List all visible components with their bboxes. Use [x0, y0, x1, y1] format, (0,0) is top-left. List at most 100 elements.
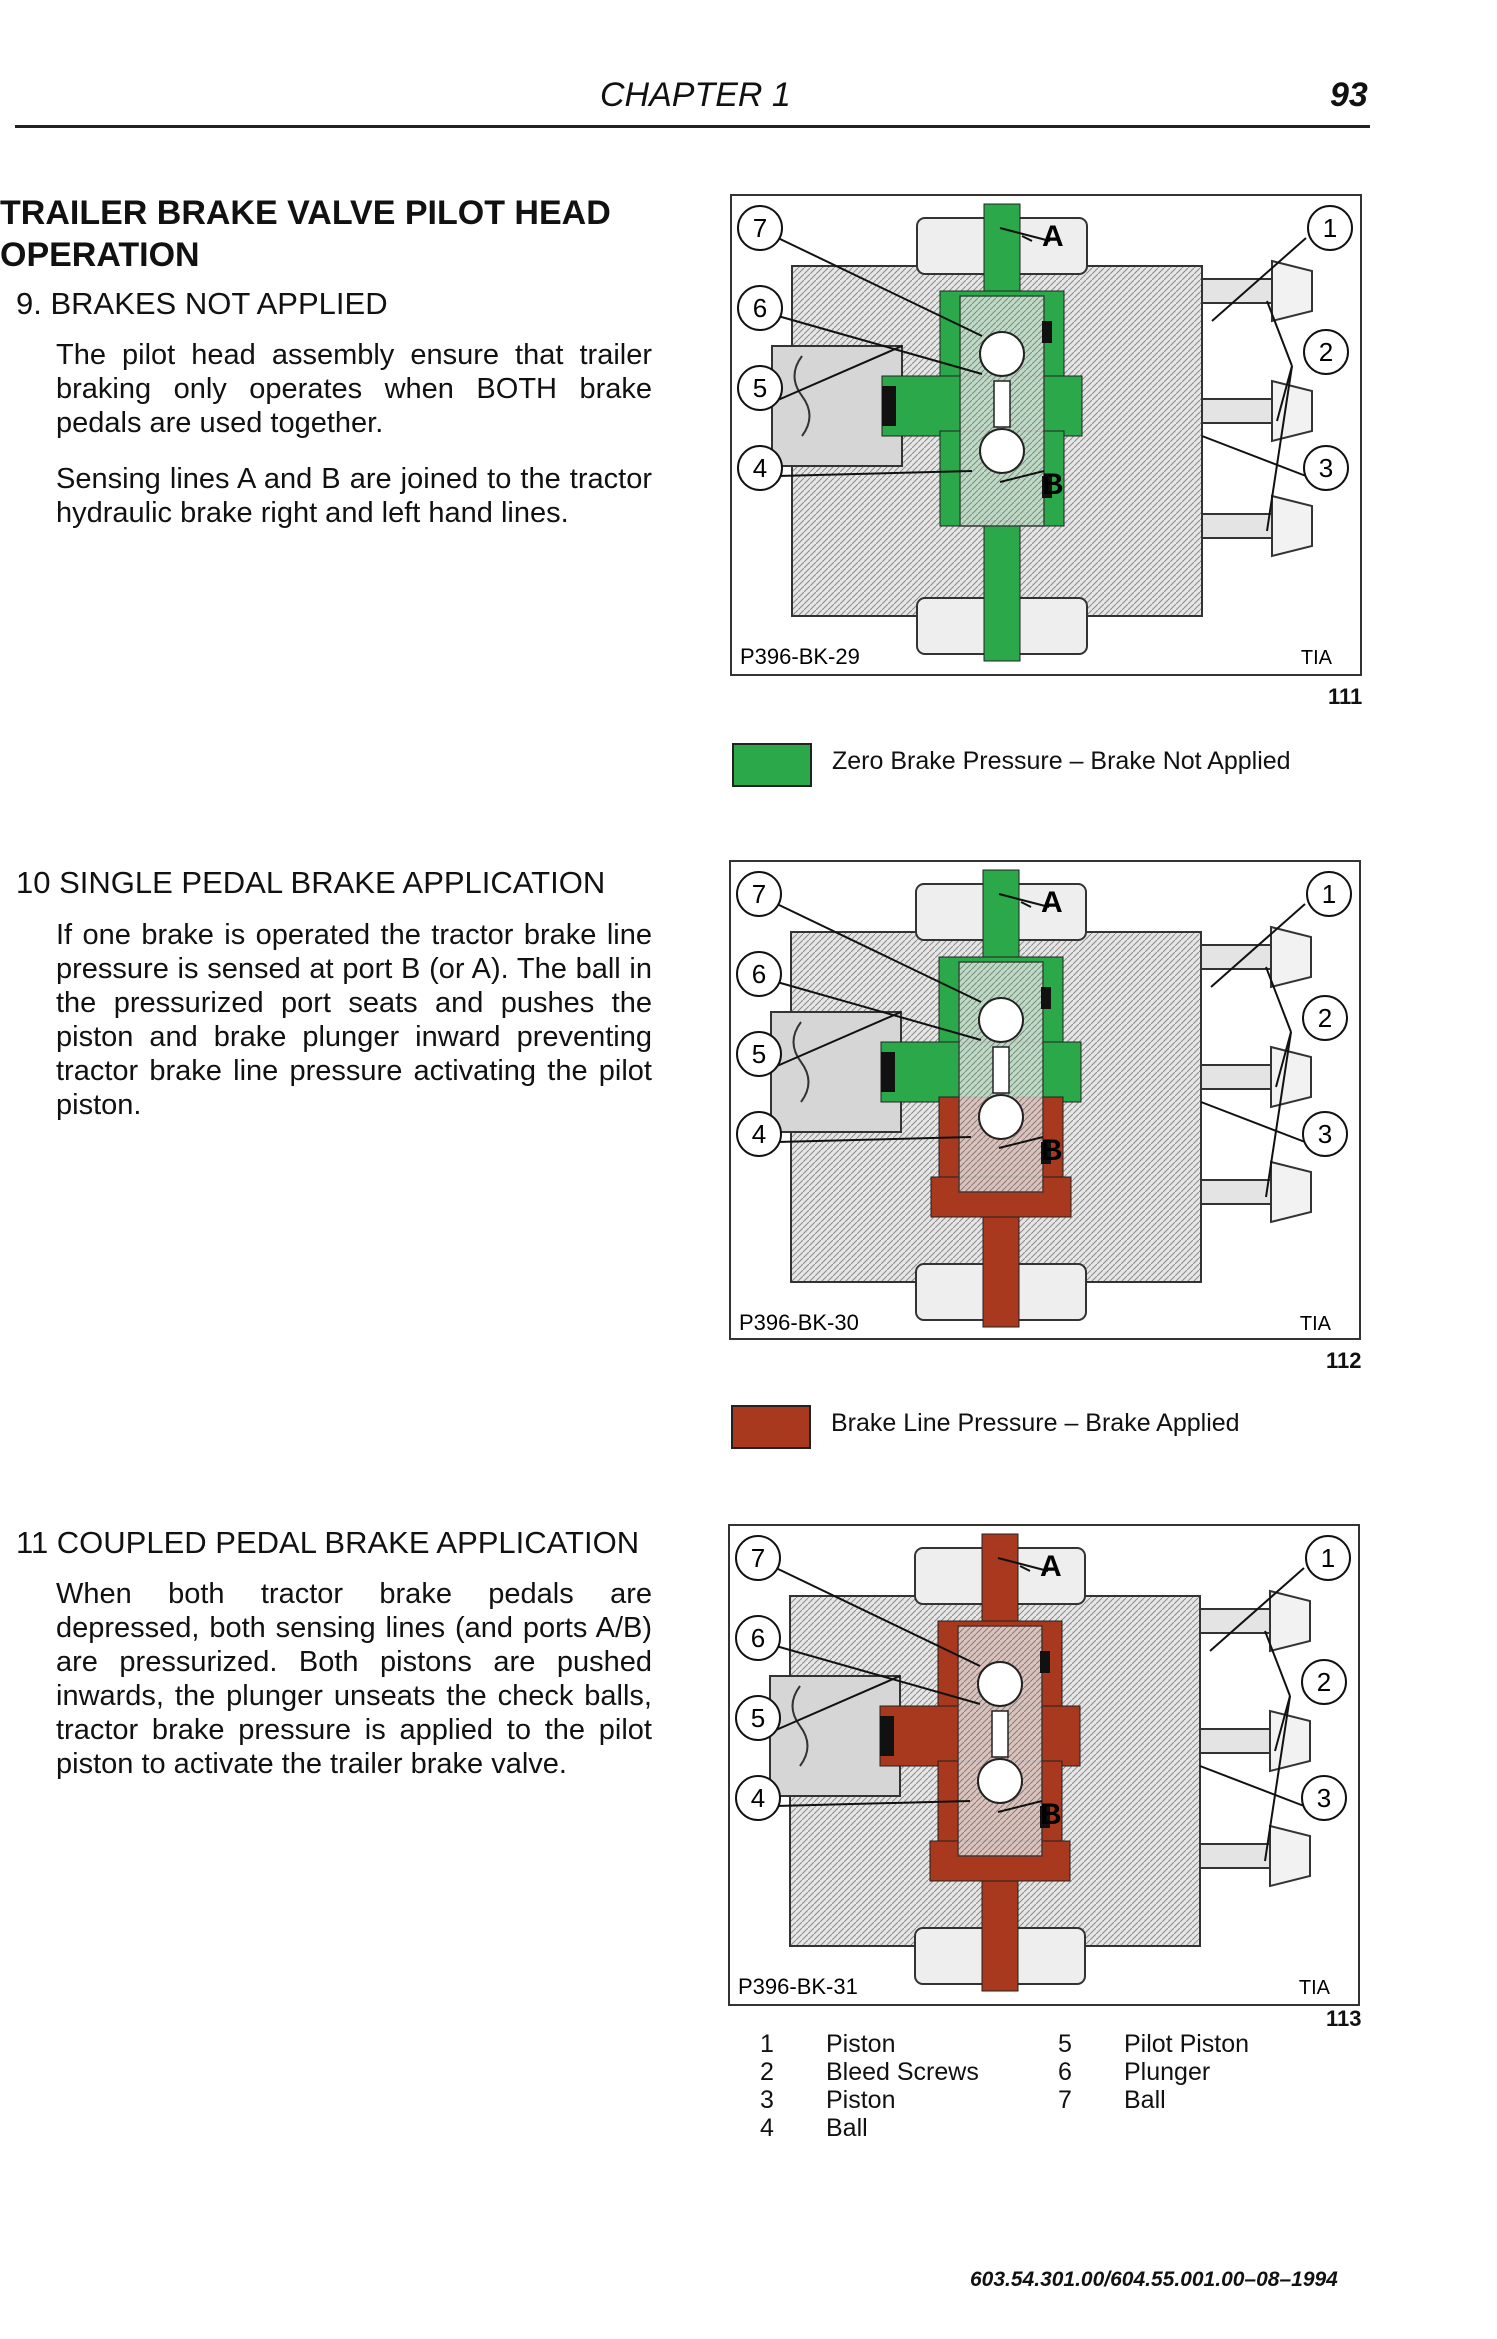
callout-circle: [735, 1615, 781, 1661]
plunger: [991, 1710, 1009, 1758]
callout-5: 5: [736, 1031, 782, 1077]
callout-7: 7: [735, 1535, 781, 1581]
callout-circle: [1301, 1659, 1347, 1705]
callout-circle: [735, 1535, 781, 1581]
header-rule: [15, 125, 1370, 128]
key-num: 6: [1058, 2058, 1072, 2086]
callout-number: 5: [753, 373, 767, 403]
section-9-paragraph-2: Sensing lines A and B are joined to the …: [56, 463, 652, 529]
leader-line: [775, 1675, 901, 1731]
callout-circle: [1301, 1775, 1347, 1821]
chapter-header: CHAPTER 1: [600, 76, 791, 114]
callout-number: 4: [753, 453, 767, 483]
plunger: [993, 380, 1011, 428]
callout-number: 7: [753, 213, 767, 243]
callout-1: 1: [1305, 1535, 1351, 1581]
spring-coil: [793, 355, 811, 437]
port-a-label: A: [1041, 886, 1063, 919]
section-body-11: When both tractor brake pedals are depre…: [56, 1577, 652, 1803]
leader-line: [777, 237, 983, 337]
bleed-screw-body: [1199, 1843, 1271, 1869]
legend-swatch-line-pressure: [731, 1405, 811, 1449]
callout-6: 6: [737, 285, 783, 331]
key-label: Ball: [826, 2114, 868, 2142]
page-number: 93: [1330, 76, 1368, 114]
leader-line: [1201, 435, 1307, 477]
callout-circle: [1302, 995, 1348, 1041]
figure-number-111: 111: [1328, 684, 1363, 709]
callout-7: 7: [737, 205, 783, 251]
figure-mark: TIA: [1301, 647, 1333, 669]
callout-number: 2: [1317, 1667, 1331, 1697]
callout-number: 3: [1319, 453, 1333, 483]
port-a-label: A: [1042, 220, 1064, 253]
callout-circle: [1306, 871, 1352, 917]
callout-4: 4: [735, 1775, 781, 1821]
leader-line: [1199, 1765, 1305, 1807]
callout-circle: [736, 1111, 782, 1157]
page-title-line2: OPERATION: [0, 236, 200, 274]
callout-number: 6: [751, 1623, 765, 1653]
check-ball-lower: [977, 1758, 1023, 1804]
key-label: Pilot Piston: [1124, 2030, 1250, 2058]
check-ball-lower: [979, 428, 1025, 474]
leader-line: [1211, 237, 1307, 322]
leader-line: [776, 1011, 902, 1067]
piston-seal-upper: [1040, 1651, 1050, 1673]
leader-line: [777, 315, 983, 375]
section-11-paragraph-1: When both tractor brake pedals are depre…: [56, 1578, 652, 1780]
figure-number-113: 113: [1326, 2006, 1362, 2031]
callout-4: 4: [736, 1111, 782, 1157]
pilot-piston-seal: [882, 386, 896, 426]
callout-circle: [736, 871, 782, 917]
key-label: Plunger: [1124, 2058, 1211, 2086]
bleed-screw-head: [1270, 1160, 1312, 1224]
callout-number: 3: [1317, 1783, 1331, 1813]
callout-number: 4: [752, 1119, 766, 1149]
leader-line: [997, 1800, 1043, 1813]
callout-number: 6: [752, 959, 766, 989]
bleed-screw-head: [1271, 379, 1313, 443]
figure-number-112: 112: [1326, 1348, 1362, 1373]
callout-6: 6: [736, 951, 782, 997]
section-9-paragraph-1: The pilot head assembly ensure that trai…: [56, 339, 652, 439]
callout-6: 6: [735, 1615, 781, 1661]
bleed-screw-head: [1269, 1824, 1311, 1888]
callout-circle: [735, 1695, 781, 1741]
document-code-footer: 603.54.301.00/604.55.001.00–08–1994: [970, 2268, 1338, 2291]
key-label: Ball: [1124, 2086, 1166, 2114]
leader-line: [1264, 1695, 1291, 1862]
check-ball-upper: [977, 1661, 1023, 1707]
legend-zero-pressure: Zero Brake Pressure – Brake Not Applied: [832, 747, 1291, 775]
piston-seal-lower: [1041, 1142, 1051, 1164]
legend-swatch-zero-pressure: [732, 743, 812, 787]
callout-number: 5: [752, 1039, 766, 1069]
leader-line: [1266, 300, 1293, 367]
leader-line: [777, 345, 903, 401]
bleed-screw-head: [1270, 925, 1312, 989]
spring-coil: [791, 1685, 809, 1767]
port-b-label: B: [1040, 1798, 1062, 1831]
key-label: Piston: [826, 2086, 896, 2114]
callout-number: 2: [1319, 337, 1333, 367]
key-label: Bleed Screws: [826, 2058, 979, 2086]
figure-mark: TIA: [1299, 1977, 1331, 1999]
leader-line: [1021, 235, 1033, 242]
pilot-piston-seal: [880, 1716, 894, 1756]
leader-line: [999, 470, 1045, 483]
port-b-label: B: [1041, 1134, 1063, 1167]
callout-circle: [1303, 445, 1349, 491]
check-ball-upper: [979, 331, 1025, 377]
piston-seal-upper: [1041, 987, 1051, 1009]
callout-2: 2: [1301, 1659, 1347, 1705]
callout-5: 5: [737, 365, 783, 411]
key-label: Piston: [826, 2030, 896, 2058]
leader-line: [999, 227, 1051, 242]
section-heading-10: 10 SINGLE PEDAL BRAKE APPLICATION: [16, 865, 606, 900]
bleed-screw-body: [1201, 398, 1273, 424]
check-ball-upper: [978, 997, 1024, 1043]
